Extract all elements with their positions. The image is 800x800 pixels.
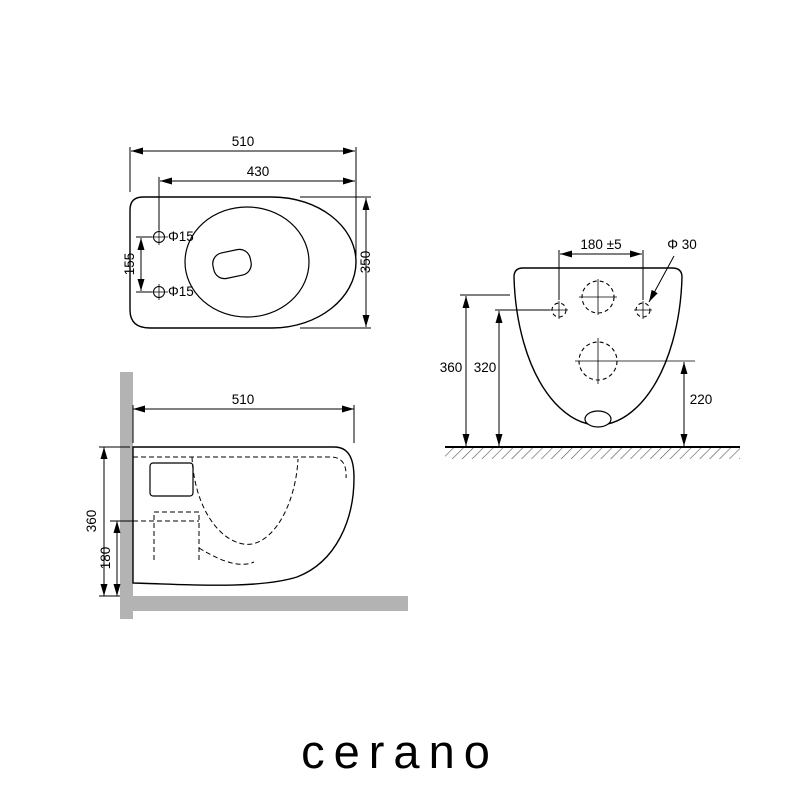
- flush-outlet: [212, 248, 252, 280]
- front-view-supply-height-label: 320: [474, 360, 497, 375]
- ground-hatch: [445, 448, 740, 459]
- top-view-width-label: 510: [232, 134, 255, 149]
- top-view: 510 430 350 155 Φ15 Φ15: [122, 134, 373, 329]
- bottom-hole-diameter-label: Φ15: [168, 284, 194, 299]
- top-view-dimension-lines: [129, 147, 371, 329]
- front-view-dimension-lines: [460, 250, 688, 446]
- side-view: 510 360 180: [84, 372, 408, 619]
- side-view-length-label: 510: [232, 392, 255, 407]
- front-view-hole-diameter-label: Φ 30: [667, 237, 697, 252]
- floor: [120, 596, 408, 611]
- wall: [120, 372, 133, 619]
- side-view-hidden-lines: [133, 456, 347, 565]
- top-hole-diameter-label: Φ15: [168, 229, 194, 244]
- top-view-inner-label: 430: [247, 164, 270, 179]
- inlet-box: [149, 462, 194, 497]
- side-view-outline: [132, 446, 355, 586]
- top-view-hole-spacing-label: 155: [122, 253, 137, 276]
- top-view-outline: [129, 196, 357, 329]
- brand-logo: cerano: [301, 725, 499, 778]
- bowl-opening: [184, 206, 310, 318]
- front-view-height-label: 360: [440, 360, 463, 375]
- front-view-outlet-height-label: 220: [690, 392, 713, 407]
- side-view-height-label: 360: [84, 510, 99, 533]
- front-view-centerlines: [550, 279, 695, 384]
- top-view-depth-label: 350: [358, 251, 373, 274]
- side-view-outlet-height-label: 180: [98, 547, 113, 570]
- front-view: 180 ±5 Φ 30 360 320 220: [440, 237, 740, 459]
- mounting-holes: [150, 229, 168, 300]
- outlet-ellipse: [584, 410, 612, 428]
- side-view-dimension-lines: [99, 405, 355, 597]
- front-view-hole-spacing-label: 180 ±5: [580, 237, 621, 252]
